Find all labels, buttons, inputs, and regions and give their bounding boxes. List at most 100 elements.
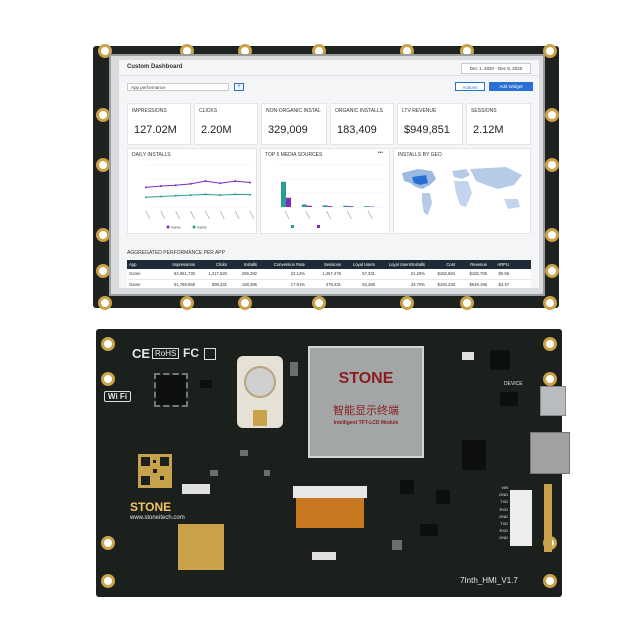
- table-cell: 33.70%: [410, 282, 425, 287]
- actions-button[interactable]: Actions: [455, 82, 485, 91]
- smd-ic: [490, 350, 510, 370]
- kpi-value: $949,851: [404, 124, 450, 136]
- kpi-value: 2.12M: [473, 124, 504, 136]
- column-header[interactable]: Installs: [243, 262, 257, 267]
- smd-ic: [462, 440, 486, 470]
- mounting-hole: [543, 574, 557, 588]
- column-header[interactable]: Clicks: [215, 262, 227, 267]
- kpi-card-non-organic: NON-ORGANIC INSTAL 329,009: [261, 103, 327, 145]
- tick-label: [234, 210, 240, 220]
- board-brand: STONE: [130, 500, 172, 514]
- table-row[interactable]: Game 62,061,730 1,217,520 269,282 22.12%…: [127, 269, 531, 280]
- data-point: [145, 196, 147, 199]
- legend-label: Game: [197, 226, 207, 230]
- pin-label: RXD: [499, 506, 508, 512]
- recycle-bin-icon: [204, 348, 216, 360]
- mounting-hole: [96, 108, 110, 122]
- table-row[interactable]: Game 51,768,668 899,331 158,395 17.61% 4…: [127, 280, 531, 288]
- table-cell: 479,431: [325, 282, 341, 287]
- tick-label: [190, 210, 195, 220]
- pin-labels: VIN GND TXD RXD GND TXD RXD GND: [488, 484, 508, 542]
- add-button[interactable]: +: [234, 83, 244, 91]
- data-point: [145, 186, 147, 189]
- kpi-label: ORGANIC INSTALLS: [335, 108, 383, 114]
- add-widget-button[interactable]: Add Widget: [489, 82, 533, 91]
- mounting-hole: [545, 158, 559, 172]
- mounting-hole: [460, 296, 474, 310]
- table-cell: 51,768,668: [174, 282, 195, 287]
- kpi-label: SESSIONS: [471, 108, 497, 114]
- tick-label: [160, 210, 166, 220]
- bar: [301, 204, 307, 207]
- column-header[interactable]: ARPU: [497, 262, 509, 267]
- mounting-hole: [543, 44, 557, 58]
- mounting-hole: [101, 372, 115, 386]
- column-header[interactable]: Sessions: [324, 262, 341, 267]
- mounting-hole: [543, 296, 557, 310]
- bar: [306, 205, 312, 207]
- pin-label: TXD: [500, 521, 508, 527]
- flex-cable: [296, 498, 364, 528]
- fpc-connector[interactable]: [182, 484, 210, 494]
- tick-label: [284, 210, 290, 220]
- kpi-label: CLICKS: [199, 108, 218, 114]
- column-header[interactable]: Revenue: [470, 262, 487, 267]
- date-range-picker[interactable]: Dec 1, 2020 - Dec 8, 2020: [461, 63, 531, 74]
- bar: [322, 205, 328, 207]
- table-cell: 22.12%: [290, 271, 305, 276]
- more-icon[interactable]: •••: [377, 150, 383, 156]
- tick-label: [205, 210, 210, 220]
- table-cell: 1,267,476: [322, 271, 341, 276]
- pin-label: GND: [499, 513, 508, 519]
- mounting-hole: [98, 44, 112, 58]
- app-selector[interactable]: App performance: [127, 83, 229, 91]
- column-header[interactable]: Loyal Users: [352, 262, 375, 267]
- ethernet-port[interactable]: [530, 432, 570, 474]
- table-cell: 53,385: [362, 282, 375, 287]
- dashboard-title: Custom Dashboard: [127, 64, 183, 70]
- table-cell: $3.47: [498, 282, 509, 287]
- copper-pad: [178, 524, 224, 570]
- uart-header[interactable]: [510, 490, 532, 546]
- table-cell: $0.68: [498, 271, 509, 276]
- processor-chinese-label: 智能显示终端: [333, 405, 399, 417]
- column-header[interactable]: App: [129, 262, 137, 267]
- data-point: [249, 181, 251, 184]
- data-point: [234, 180, 237, 183]
- mounting-hole: [543, 337, 557, 351]
- smd-component: [210, 470, 218, 476]
- mounting-hole: [545, 264, 559, 278]
- kpi-card-sessions: SESSIONS 2.12M: [466, 103, 531, 145]
- usb-port[interactable]: [540, 386, 566, 416]
- small-connector[interactable]: [312, 552, 336, 560]
- column-header[interactable]: Conversion Rate: [273, 262, 305, 267]
- kpi-value: 127.02M: [134, 124, 177, 136]
- mounting-hole: [101, 574, 115, 588]
- data-point: [204, 180, 207, 183]
- mounting-hole: [101, 536, 115, 550]
- data-point: [219, 182, 222, 185]
- smd-component: [240, 450, 248, 456]
- map-europe: [452, 169, 470, 179]
- kpi-value: 329,009: [268, 124, 308, 136]
- lcd-fpc-connector[interactable]: [293, 486, 367, 498]
- ce-mark: CE: [132, 346, 151, 361]
- panel-title: INSTALLS BY GEO: [398, 152, 442, 158]
- column-header[interactable]: Cost: [446, 262, 455, 267]
- table-cell: $194,230: [437, 282, 455, 287]
- legend-marker: [166, 225, 170, 229]
- bar: [286, 197, 291, 207]
- tick-label: [347, 210, 352, 220]
- mounting-hole: [543, 372, 557, 386]
- mounting-hole: [400, 296, 414, 310]
- table-cell: 899,331: [211, 282, 227, 287]
- board-version: 7Inth_HMI_V1.7: [460, 576, 518, 585]
- top-sources-chart: [279, 164, 383, 228]
- map-africa: [454, 181, 472, 207]
- mounting-hole: [312, 296, 326, 310]
- column-header[interactable]: Loyal Users/Installs: [388, 262, 425, 267]
- performance-table: AGGREGATED PERFORMANCE PER APP App Impre…: [127, 250, 531, 288]
- column-header[interactable]: Impressions: [172, 262, 195, 267]
- tick-label: [367, 210, 373, 220]
- smd-ic: [200, 380, 212, 388]
